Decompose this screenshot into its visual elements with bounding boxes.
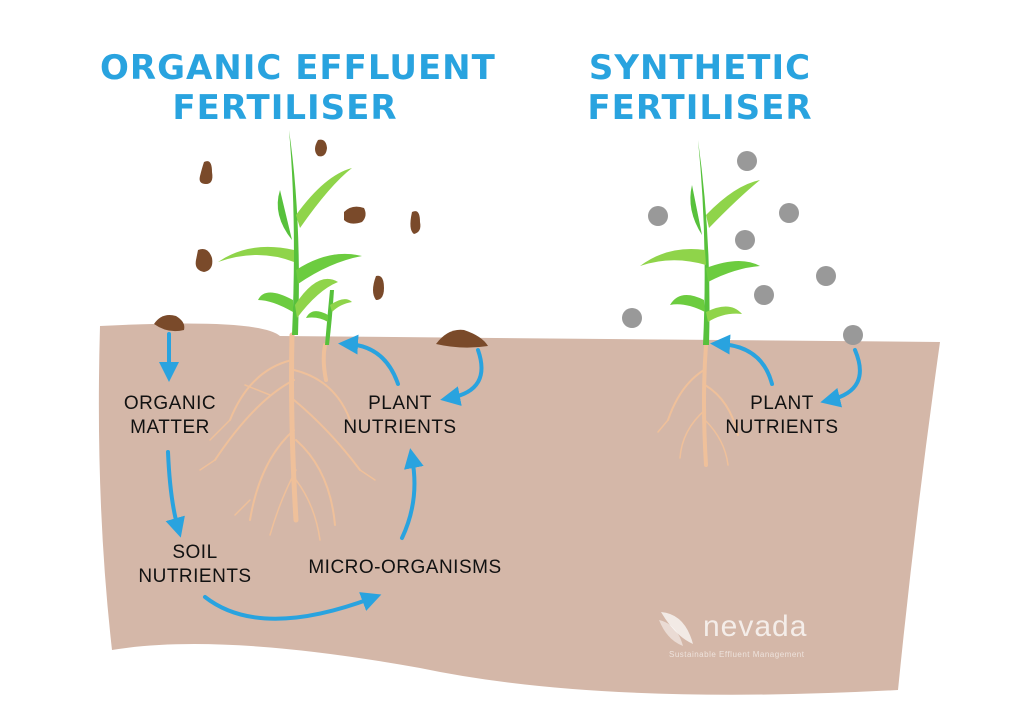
effluent-particle xyxy=(315,139,327,157)
effluent-particles xyxy=(154,139,488,348)
title-line: FERTILISER xyxy=(587,88,813,128)
granule xyxy=(816,266,836,286)
arrow-soil-nutrients-to-micro xyxy=(203,592,382,621)
arrow-effluent-to-plant-nutrients xyxy=(440,348,484,406)
label-plant-nutrients-synthetic: PLANT NUTRIENTS xyxy=(712,392,852,440)
label-plant-nutrients-organic: PLANT NUTRIENTS xyxy=(330,392,470,440)
granule xyxy=(622,308,642,328)
cycle-arrows-synthetic xyxy=(710,334,862,408)
effluent-particle xyxy=(199,161,213,184)
nevada-leaf-icon xyxy=(659,612,693,646)
granule xyxy=(648,206,668,226)
label-line: MICRO-ORGANISMS xyxy=(308,557,502,578)
label-organic-matter: ORGANIC MATTER xyxy=(110,392,230,440)
arrow-granule-to-plant-nutrients xyxy=(820,348,862,408)
title-organic-effluent-fertiliser: ORGANIC EFFLUENT FERTILISER xyxy=(100,48,496,128)
label-line: MATTER xyxy=(130,417,210,438)
nevada-logo: nevada Sustainable Effluent Management xyxy=(655,604,835,668)
roots-synthetic xyxy=(657,343,739,467)
arrow-organic-matter-to-soil-nutrients xyxy=(165,450,185,538)
effluent-particle xyxy=(410,211,421,234)
granule xyxy=(737,151,757,171)
logo-tagline: Sustainable Effluent Management xyxy=(669,650,805,659)
granule xyxy=(779,203,799,223)
label-line: PLANT xyxy=(750,393,814,414)
effluent-particle xyxy=(344,206,366,224)
arrow-plant-nutrients-to-plant xyxy=(338,334,400,386)
label-soil-nutrients: SOIL NUTRIENTS xyxy=(130,541,260,589)
effluent-particle xyxy=(373,275,384,300)
title-line: ORGANIC EFFLUENT xyxy=(100,48,496,88)
title-synthetic-fertiliser: SYNTHETIC FERTILISER xyxy=(585,48,815,128)
label-line: PLANT xyxy=(368,393,432,414)
label-line: SOIL xyxy=(172,542,218,563)
synthetic-granules xyxy=(622,151,863,345)
plant-organic xyxy=(218,130,362,345)
granule xyxy=(735,230,755,250)
label-line: NUTRIENTS xyxy=(343,417,457,438)
title-line: FERTILISER xyxy=(172,88,398,128)
soil-ground xyxy=(98,323,940,695)
label-line: NUTRIENTS xyxy=(138,566,252,587)
arrow-micro-to-plant-nutrients xyxy=(400,448,424,540)
granule xyxy=(843,325,863,345)
title-line: SYNTHETIC xyxy=(588,48,812,88)
granule xyxy=(754,285,774,305)
effluent-particle xyxy=(436,329,488,348)
arrow-plant-nutrients-to-plant-synthetic xyxy=(710,334,774,386)
effluent-particle xyxy=(154,315,185,332)
cycle-arrows-organic xyxy=(159,332,484,621)
plant-synthetic xyxy=(640,140,760,345)
logo-name: nevada xyxy=(703,610,808,643)
label-line: NUTRIENTS xyxy=(725,417,839,438)
label-line: ORGANIC xyxy=(123,393,217,414)
effluent-particle xyxy=(195,249,213,272)
roots-organic xyxy=(199,332,376,541)
label-micro-organisms: MICRO-ORGANISMS xyxy=(285,556,525,580)
